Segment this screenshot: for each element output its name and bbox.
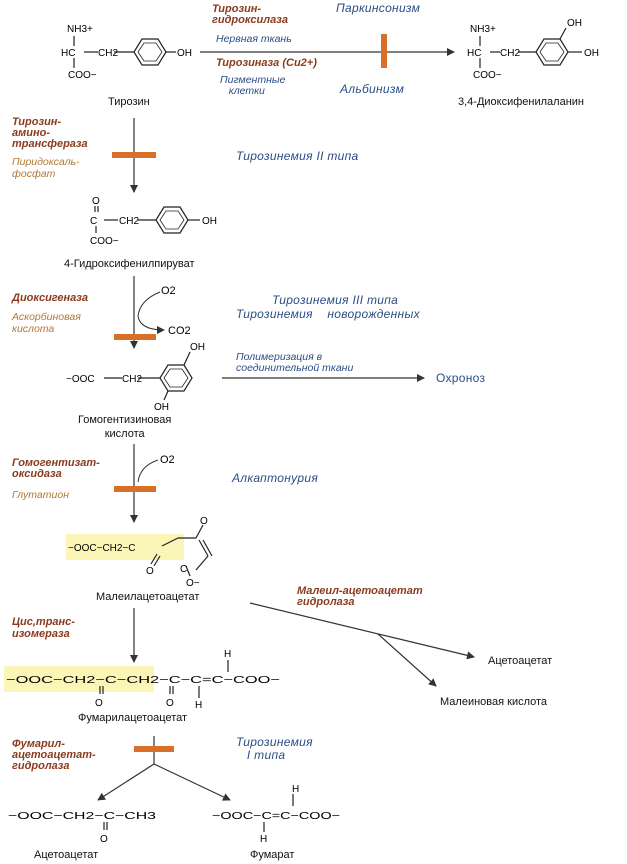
dioxygenase-co2: CO2 — [168, 325, 191, 337]
note-polymerization: Полимеризация в соединительной ткани — [236, 351, 354, 375]
compound-hppyruvate: 4-Гидроксифенилпируват — [64, 258, 195, 270]
arrow-maa-to-maleic — [377, 633, 437, 687]
cofactor-plp: Пиридоксаль- фосфат — [12, 156, 80, 180]
tyrosine-structure — [73, 36, 176, 68]
maa-o-top: O — [200, 516, 208, 527]
dopa-coo: COO− — [473, 70, 502, 81]
maa-chain: −OOC−CH2−C — [68, 543, 136, 554]
maa-structure — [150, 524, 213, 577]
block-bar-tyrosinemia3 — [114, 334, 156, 340]
enzyme-maa-hydrolase: Малеил-ацетоацетат гидролаза — [297, 585, 423, 608]
maa-o-minus: O− — [186, 578, 200, 589]
fumarate-structure — [263, 794, 294, 832]
disease-albinism: Альбинизм — [340, 82, 405, 96]
hga-ooc: −OOC — [66, 374, 95, 385]
oxidase-o2: O2 — [160, 454, 175, 466]
dopa-hc: HC — [467, 48, 481, 59]
fum-h-top: H — [292, 784, 299, 795]
tyr-hc: HC — [61, 48, 75, 59]
hpp-c: C — [90, 216, 97, 227]
o2-arc-oxidase — [137, 459, 159, 483]
dopa-structure — [479, 27, 582, 68]
hpp-ch2: CH2 — [119, 216, 139, 227]
hpp-structure — [94, 206, 200, 234]
disease-tyrosinemia2: Тирозинемия II типа — [236, 149, 359, 163]
enzyme-homogentisate-oxidase: Гомогентизат- оксидаза — [12, 457, 100, 480]
disease-alkaptonuria: Алкаптонурия — [232, 471, 319, 485]
aa-chain: −OOC−CH2−C−CH3 — [8, 810, 156, 822]
enzyme-dioxygenase: Диоксигеназа — [12, 292, 89, 304]
disease-parkinsonism: Паркинсонизм — [336, 1, 421, 15]
compound-dopa: 3,4-Диоксифенилаланин — [458, 96, 585, 108]
compound-acetoacetate: Ацетоацетат — [34, 849, 99, 861]
tyr-ch2: CH2 — [98, 48, 118, 59]
compound-tyrosine: Тирозин — [108, 96, 150, 108]
cofactor-glutathione: Глутатион — [12, 489, 69, 501]
co2-out-arc — [137, 315, 165, 334]
hpp-oh: OH — [202, 216, 217, 227]
enzyme-isomerase: Цис,транс- изомераза — [12, 616, 75, 640]
enzyme-tyrosinase: Тирозиназа (Cu2+) — [216, 57, 317, 69]
maa-c: C — [180, 564, 187, 575]
maa-o-ketone: O — [146, 566, 154, 577]
arrow-faa-to-acetoacetate — [97, 763, 155, 801]
arrow-faa-to-fumarate — [153, 763, 231, 801]
hpp-coo: COO− — [90, 236, 119, 247]
dopa-oh1: OH — [567, 18, 582, 29]
block-bar-tyrosinemia1 — [134, 746, 174, 752]
hga-oh-top: OH — [190, 342, 205, 353]
faa-h-bottom: H — [195, 700, 202, 711]
dopa-nh3: NH3+ — [470, 24, 496, 35]
tyr-oh: OH — [177, 48, 192, 59]
disease-tyrosinemia1: Тирозинемия I типа — [236, 735, 313, 762]
note-pigment-cells: Пигментные клетки — [220, 74, 286, 98]
fum-h-bottom: H — [260, 834, 267, 845]
disease-tyrosinemia-newborn: Тирозинемия новорожденных — [236, 307, 420, 321]
faa-chain: −OOC−CH2−C−CH2−C−C=C−COO− — [6, 674, 280, 686]
compound-fumarate: Фумарат — [250, 849, 295, 861]
highlight-maleylacetoacetate — [66, 534, 184, 560]
dopa-ch2: CH2 — [500, 48, 520, 59]
faa-o2: O — [166, 698, 174, 709]
enzyme-tyrosine-aminotransferase: Тирозин- амино- трансфераза — [12, 116, 88, 150]
enzyme-tyrosine-hydroxylase: Тирозин- гидроксилаза — [212, 3, 288, 26]
enzyme-faa-hydrolase: Фумарил- ацетоацетат- гидролаза — [12, 738, 96, 772]
note-nerve-tissue: Нервная ткань — [216, 33, 292, 45]
block-bar-tyrosinemia2 — [112, 152, 156, 158]
block-bar-alkaptonuria — [114, 486, 156, 492]
compound-acetoacetate-branch: Ацетоацетат — [488, 655, 553, 667]
o2-in-arc — [137, 291, 161, 317]
hga-oh-bottom: OH — [154, 402, 169, 413]
tyr-nh3: NH3+ — [67, 24, 93, 35]
compound-maleylacetoacetate: Малеилацетоацетат — [96, 591, 200, 603]
cofactor-ascorbic: Аскорбиновая кислота — [12, 311, 81, 335]
acetoacetate-structure — [103, 822, 108, 830]
highlight-fumarylacetoacetate — [4, 666, 154, 692]
fum-chain: −OOC−C=C−COO− — [212, 810, 340, 822]
tyr-coo: COO− — [68, 70, 97, 81]
compound-homogentisic: Гомогентизиновая кислота — [78, 414, 172, 440]
disease-ochronosis: Охроноз — [436, 371, 486, 385]
faa-o1: O — [95, 698, 103, 709]
block-bar-albinism — [381, 34, 387, 68]
faa-structure — [99, 660, 229, 698]
disease-tyrosinemia3: Тирозинемия III типа — [272, 293, 399, 307]
hga-ch2: CH2 — [122, 374, 142, 385]
faa-h-top: H — [224, 649, 231, 660]
arrow-maa-to-acetoacetate — [249, 602, 475, 660]
dopa-oh2: OH — [584, 48, 599, 59]
hga-structure — [104, 351, 193, 401]
compound-fumarylacetoacetate: Фумарилацетоацетат — [78, 712, 188, 724]
hpp-o: O — [92, 196, 100, 207]
dioxygenase-o2: O2 — [161, 285, 176, 297]
aa-o: O — [100, 834, 108, 845]
compound-maleic-acid: Малеиновая кислота — [440, 696, 548, 708]
